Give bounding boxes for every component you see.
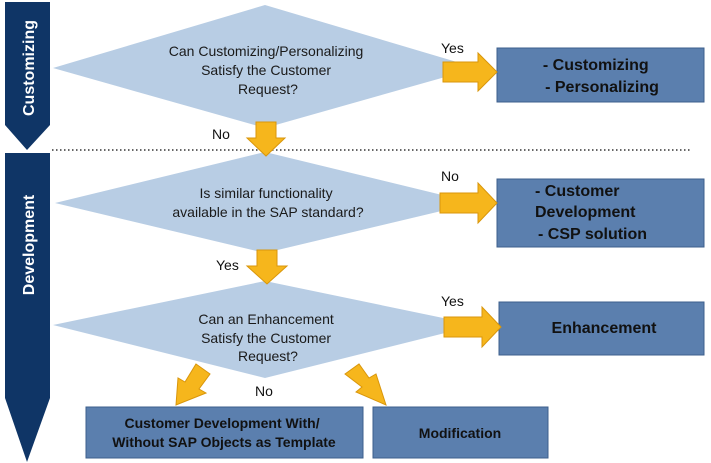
customizing-phase-label: Customizing	[21, 20, 38, 116]
decision-diamond-enhancement	[53, 281, 477, 378]
result-text-modification: Modification	[419, 425, 501, 441]
development-phase-label: Development	[21, 194, 38, 295]
arrow-q1-no	[245, 121, 287, 157]
result-box-modification	[372, 406, 549, 459]
result-text-enhancement: Enhancement	[552, 320, 658, 337]
result-text-customizing: - Customizing - Personalizing	[543, 57, 659, 96]
arrow-q3-down-right	[344, 363, 387, 406]
decision-text-customizing: Can Customizing/Personalizing Satisfy th…	[169, 43, 367, 97]
decision-diamond-sap-standard	[55, 152, 475, 253]
arrow-q2-no	[439, 181, 498, 225]
arrow-q3-yes	[443, 305, 502, 349]
result-text-custom-dev-template: Customer Development With/ Without SAP O…	[112, 415, 336, 450]
result-text-customer-development: - Customer Development - CSP solution	[535, 183, 647, 243]
development-phase-bar	[5, 153, 50, 462]
label-q2-yes: Yes	[216, 257, 239, 273]
result-box-customizing	[496, 47, 705, 103]
arrow-q3-down-left	[175, 363, 211, 406]
result-box-enhancement	[498, 301, 705, 356]
label-q2-no: No	[441, 168, 459, 184]
customizing-phase-bar	[5, 2, 50, 150]
decision-text-sap-standard: Is similar functionality available in th…	[172, 185, 363, 220]
label-q3-yes: Yes	[441, 293, 464, 309]
decision-text-enhancement: Can an Enhancement Satisfy the Customer …	[198, 311, 337, 364]
arrow-q2-yes	[245, 249, 289, 285]
label-q3-no: No	[255, 383, 273, 399]
result-box-customer-development	[496, 178, 705, 248]
label-q1-no: No	[212, 126, 230, 142]
decision-diamond-customizing	[53, 5, 477, 128]
result-box-custom-dev-template	[85, 406, 364, 459]
arrow-q1-yes	[442, 51, 498, 93]
label-q1-yes: Yes	[441, 40, 464, 56]
